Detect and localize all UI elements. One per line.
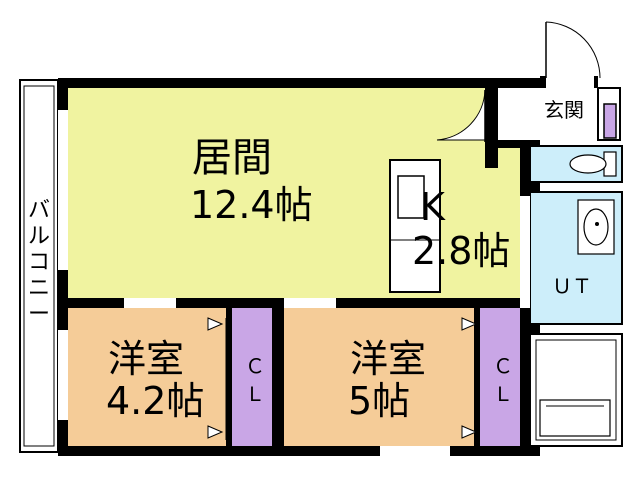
bedroom1-size: 4.2帖: [106, 379, 205, 423]
closet1-label-char-2: Ｌ: [245, 382, 265, 406]
balcony-label: バ ル コ ニ ー: [28, 200, 50, 326]
front-door-opening: [546, 76, 594, 88]
closet2-label: Ｃ Ｌ: [493, 356, 513, 404]
entrance-wall-right: [597, 87, 621, 141]
utility-label: ＵＴ: [552, 274, 592, 298]
door-gap-bedroom2: [284, 298, 336, 308]
bedroom1-name: 洋室: [108, 337, 185, 381]
living-room-name: 居間: [192, 135, 272, 181]
washbasin-tap: [595, 222, 599, 226]
closet1-label-char-1: Ｃ: [245, 354, 265, 378]
entrance-door-swing: [436, 89, 486, 141]
closet2-door-mark-bottom: [461, 425, 478, 439]
kitchen-name: K: [420, 185, 445, 229]
bathroom-floor-inner: [535, 339, 617, 441]
bathtub: [539, 399, 611, 437]
closet1-door-mark-bottom: [207, 425, 224, 439]
balcony-label-char-5: ー: [28, 302, 51, 327]
kitchen-sink: [397, 175, 425, 219]
kitchen-utility-opening: [520, 196, 530, 308]
living-room-size: 12.4帖: [190, 183, 313, 227]
balcony-label-char-2: ル: [28, 224, 51, 249]
balcony-label-char-4: ニ: [28, 276, 51, 301]
entrance-storage: [603, 103, 617, 139]
door-gap-bedroom1: [124, 298, 176, 308]
closet2-label-char-1: Ｃ: [493, 354, 513, 378]
window-balcony-1: [58, 110, 68, 270]
window-balcony-2: [58, 330, 68, 420]
closet2-label-char-2: Ｌ: [493, 382, 513, 406]
bedroom2-floor: [284, 308, 474, 446]
entrance-floor: [498, 88, 598, 140]
balcony-label-char-3: コ: [28, 250, 51, 275]
entrance-label: 玄関: [544, 98, 584, 122]
closet2-door-mark-top: [461, 317, 478, 331]
balcony-label-char-1: バ: [28, 198, 51, 223]
kitchen-size: 2.8帖: [412, 229, 511, 273]
washbasin-bowl: [583, 208, 609, 246]
balcony-inner-line: [23, 85, 55, 447]
toilet-bowl: [569, 154, 607, 174]
front-door-swing: [545, 21, 601, 79]
bedroom1-floor: [68, 308, 226, 446]
bedroom2-name: 洋室: [350, 337, 427, 381]
window-bedroom2-bottom: [380, 446, 450, 456]
closet1-door-mark-top: [207, 317, 224, 331]
balcony-area: [19, 79, 59, 453]
closet2-floor: [480, 308, 520, 446]
closet1-label: Ｃ Ｌ: [245, 356, 265, 404]
bedroom2-size: 5帖: [348, 379, 411, 423]
closet1-floor: [232, 308, 272, 446]
